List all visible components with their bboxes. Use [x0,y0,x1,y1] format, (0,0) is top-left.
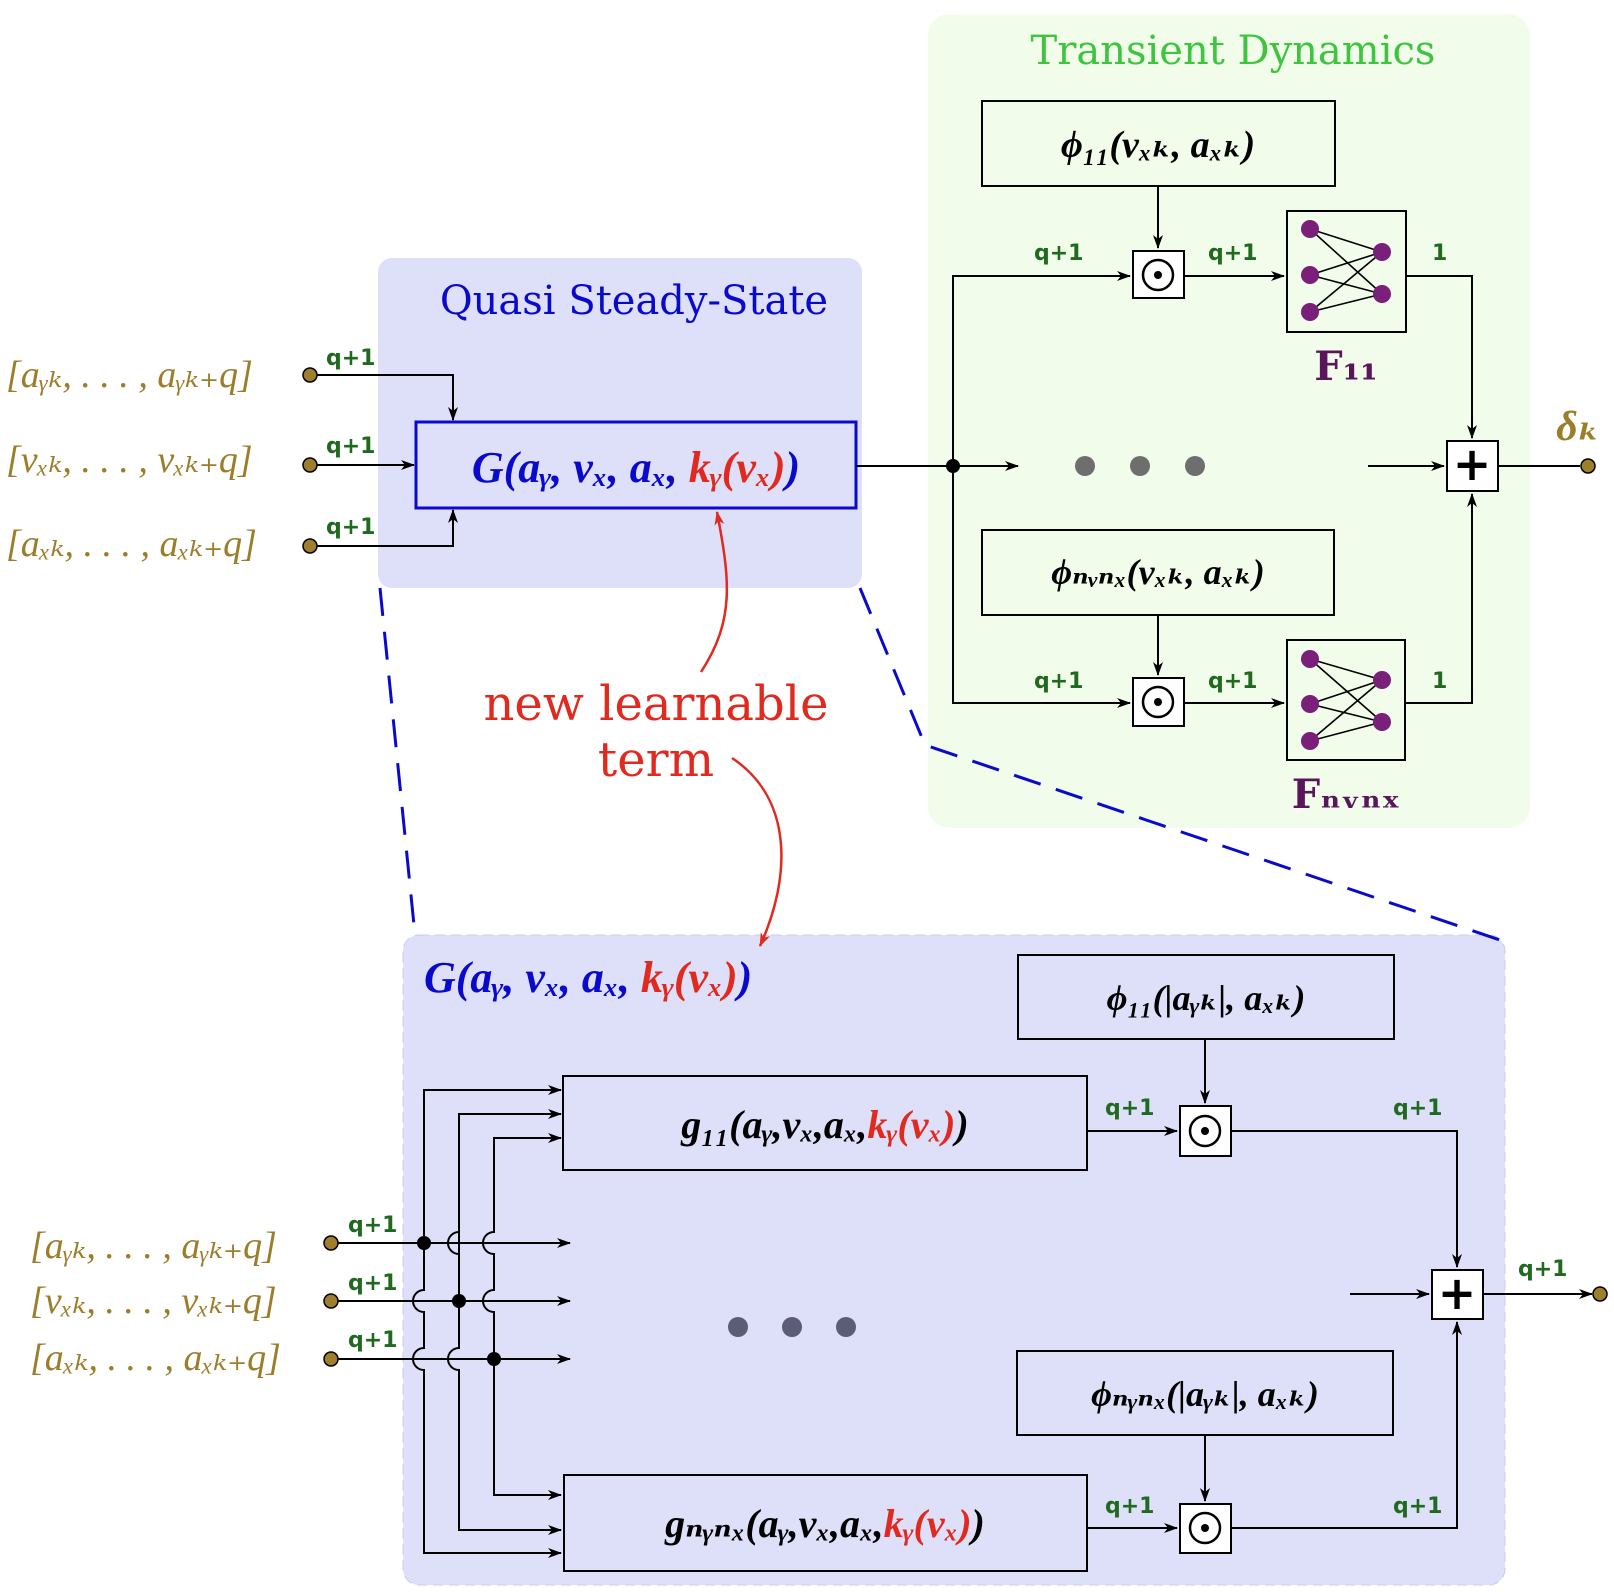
detail-phi-bottom-label: ϕₙᵧₙₓ(|aᵧₖ|, aₓₖ) [1091,1374,1319,1414]
detail-panel [402,934,1506,1586]
detail-G-expression: G(aᵧ, vₓ, aₓ, kᵧ(vₓ)) [424,953,752,1002]
odot-icon [1188,1114,1222,1148]
neuron [1301,695,1319,713]
net-bottom-label: Fₙᵥₙₓ [1292,771,1401,818]
detail-port-ay [323,1235,339,1251]
neuron [1373,243,1391,261]
transient-title: Transient Dynamics [1031,28,1436,74]
annotation-arrow-up [699,511,729,673]
neuron [1301,650,1319,668]
qss-port-ax [302,538,318,554]
transient-panel [928,14,1530,828]
q-label: q+1 [1208,669,1258,694]
g-bottom-box [563,1474,1088,1572]
qss-q-label: q+1 [326,434,376,459]
q-label: q+1 [1034,669,1084,694]
annotation-line1: new learnable [484,676,829,732]
detail-input-vx: [vₓₖ, . . . , vₓₖ₊q] [30,1280,277,1322]
net-box-bottom [1286,639,1406,761]
wire-qss-ay [317,374,458,421]
odot-center [1154,271,1162,279]
output-port [1580,458,1596,474]
detail-sum-box [1431,1269,1484,1320]
neuron [1301,303,1319,321]
q-label: q+1 [1208,241,1258,266]
annotation-arrow-down [731,756,783,947]
qss-input-ax: [aₓₖ, . . . , aₓₖ₊q] [6,523,257,565]
phi-top-label: ϕ₁₁(vₓₖ, aₓₖ) [1061,124,1255,166]
wire-odot-bottom-sum [1231,1321,1462,1529]
qss-q-label: q+1 [326,346,376,371]
detail-port-ax [323,1351,339,1367]
q-label: 1 [1432,241,1447,266]
annotation-line2: term [598,732,714,788]
q-label: q+1 [1393,1494,1443,1519]
odot-icon [1188,1511,1222,1545]
detail-output-port [1592,1286,1608,1302]
qss-title: Quasi Steady-State [440,278,828,324]
wire-net-top-sum [1406,275,1477,439]
ellipsis-dot [782,1317,802,1337]
detail-phi-top-label: ϕ₁₁(|aᵧₖ|, aₓₖ) [1107,978,1306,1018]
q-label: q+1 [1105,1494,1155,1519]
neuron [1301,266,1319,284]
net-connections-top [1309,228,1383,313]
ellipsis-dot [1075,456,1095,476]
detail-port-vx [323,1293,339,1309]
qss-input-ay: [aᵧₖ, . . . , aᵧₖ₊q] [6,354,253,396]
detail-input-ay: [aᵧₖ, . . . , aᵧₖ₊q] [30,1225,277,1267]
zoom-line-right [858,587,1501,942]
wire-branch-top [952,271,1131,466]
odot-icon [1141,258,1175,292]
neuron [1301,220,1319,238]
wire-branch-bottom [952,466,1131,708]
junction-dot [487,1352,501,1366]
qss-input-vx: [vₓₖ, . . . , vₓₖ₊q] [6,439,253,481]
qss-port-vx [302,457,318,473]
ellipsis-dot [728,1317,748,1337]
G-expression: G(aᵧ, vₓ, aₓ, kᵧ(vₓ)) [472,443,800,492]
odot-center [1201,1127,1209,1135]
odot-center [1201,1524,1209,1532]
phi-bottom-label: ϕₙᵥₙₓ(vₓₖ, aₓₖ) [1051,552,1265,592]
output-delta: δₖ [1556,404,1600,450]
ellipsis-dot [836,1317,856,1337]
ellipsis-dot [1130,456,1150,476]
plus-icon: + [1453,437,1492,491]
junction-dot [417,1236,431,1250]
riser-wires [412,1089,561,1554]
odot-icon [1141,685,1175,719]
q-label: q+1 [348,1213,398,1238]
neuron [1301,732,1319,750]
wire-qss-ax [317,509,458,547]
q-label: q+1 [348,1271,398,1296]
qss-port-ay [302,367,318,383]
qss-q-label: q+1 [326,515,376,540]
g-bottom-expression: gₙᵧₙₓ(aᵧ,vₓ,aₓ,kᵧ(vₓ)) [664,1501,985,1546]
g-top-box [562,1075,1088,1171]
wire-odot-top-sum [1231,1130,1462,1268]
net-top-label: F₁₁ [1314,343,1377,390]
odot-center [1154,698,1162,706]
neuron [1373,285,1391,303]
ellipsis-dot [1185,456,1205,476]
detail-input-ax: [aₓₖ, . . . , aₓₖ₊q] [30,1337,281,1379]
q-label: q+1 [1034,241,1084,266]
plus-icon: + [1438,1266,1477,1320]
wire-net-bottom-sum [1406,493,1477,704]
neuron [1373,671,1391,689]
net-box-top [1286,210,1407,333]
q-label: q+1 [1518,1257,1568,1282]
net-connections-bottom [1309,658,1383,742]
q-label: q+1 [348,1328,398,1353]
junction-dot [452,1294,466,1308]
neuron [1373,713,1391,731]
q-label: q+1 [1393,1096,1443,1121]
riser-arrowheads [540,1085,562,1558]
g-top-expression: g₁₁(aᵧ,vₓ,aₓ,kᵧ(vₓ)) [680,1102,968,1147]
q-label: q+1 [1105,1096,1155,1121]
zoom-line-left [378,587,417,936]
q-label: 1 [1432,669,1447,694]
